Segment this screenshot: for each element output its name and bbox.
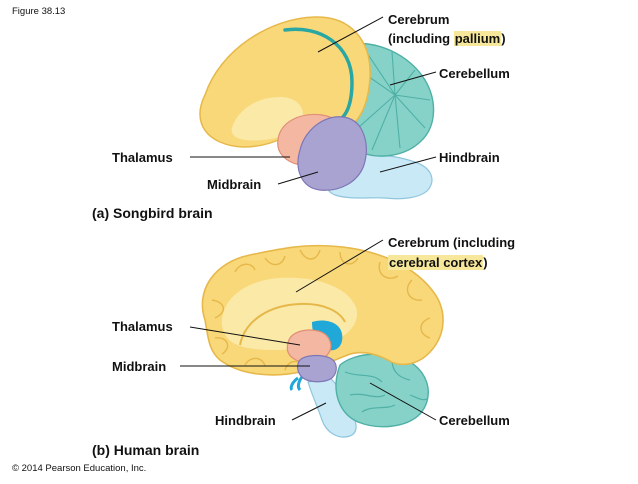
songbird-cerebrum-suffix: ) bbox=[501, 31, 506, 46]
leader-songbird-hindbrain bbox=[379, 156, 437, 173]
leader-human-cerebellum bbox=[369, 382, 437, 421]
figure-label: Figure 38.13 bbox=[12, 6, 66, 17]
songbird-midbrain bbox=[297, 116, 367, 191]
label-songbird-cerebrum-line2: (including pallium) bbox=[388, 31, 506, 47]
label-songbird-cerebellum: Cerebellum bbox=[439, 66, 510, 81]
label-songbird-cerebrum-line1: Cerebrum bbox=[388, 12, 450, 27]
caption-songbird: (a) Songbird brain bbox=[92, 205, 213, 221]
human-cerebrum-suffix: ) bbox=[483, 255, 488, 270]
label-human-cerebrum-line1: Cerebrum (including bbox=[388, 235, 516, 250]
label-songbird-midbrain: Midbrain bbox=[207, 177, 262, 192]
human-cerebellum-folds bbox=[344, 359, 429, 413]
label-songbird-hindbrain: Hindbrain bbox=[439, 150, 500, 165]
leader-songbird-midbrain bbox=[277, 171, 319, 185]
human-corpus-callosum bbox=[239, 302, 346, 346]
human-cerebrum-gyri bbox=[211, 249, 431, 371]
label-human-cerebrum-line2: cerebral cortex) bbox=[388, 255, 488, 271]
leader-human-cerebrum bbox=[295, 239, 384, 293]
human-brain bbox=[180, 239, 444, 438]
human-midbrain bbox=[297, 354, 337, 383]
songbird-pallium-highlight: pallium bbox=[453, 31, 502, 46]
caption-human: (b) Human brain bbox=[92, 442, 200, 458]
human-thalamus bbox=[286, 329, 332, 363]
copyright-notice: © 2014 Pearson Education, Inc. bbox=[12, 463, 147, 474]
leader-human-thalamus bbox=[189, 326, 301, 346]
label-human-thalamus: Thalamus bbox=[112, 319, 173, 334]
songbird-brain bbox=[190, 16, 437, 200]
label-human-midbrain: Midbrain bbox=[112, 359, 167, 374]
leader-human-hindbrain bbox=[291, 402, 327, 421]
label-human-hindbrain: Hindbrain bbox=[215, 413, 276, 428]
label-human-cerebellum: Cerebellum bbox=[439, 413, 510, 428]
leader-songbird-cerebrum bbox=[317, 16, 384, 53]
songbird-cerebrum-prefix: (including bbox=[388, 31, 454, 46]
label-songbird-thalamus: Thalamus bbox=[112, 150, 173, 165]
human-cortex-highlight: cerebral cortex bbox=[388, 255, 484, 270]
leader-songbird-cerebellum bbox=[389, 71, 437, 86]
songbird-pallium-stroke bbox=[283, 27, 354, 120]
